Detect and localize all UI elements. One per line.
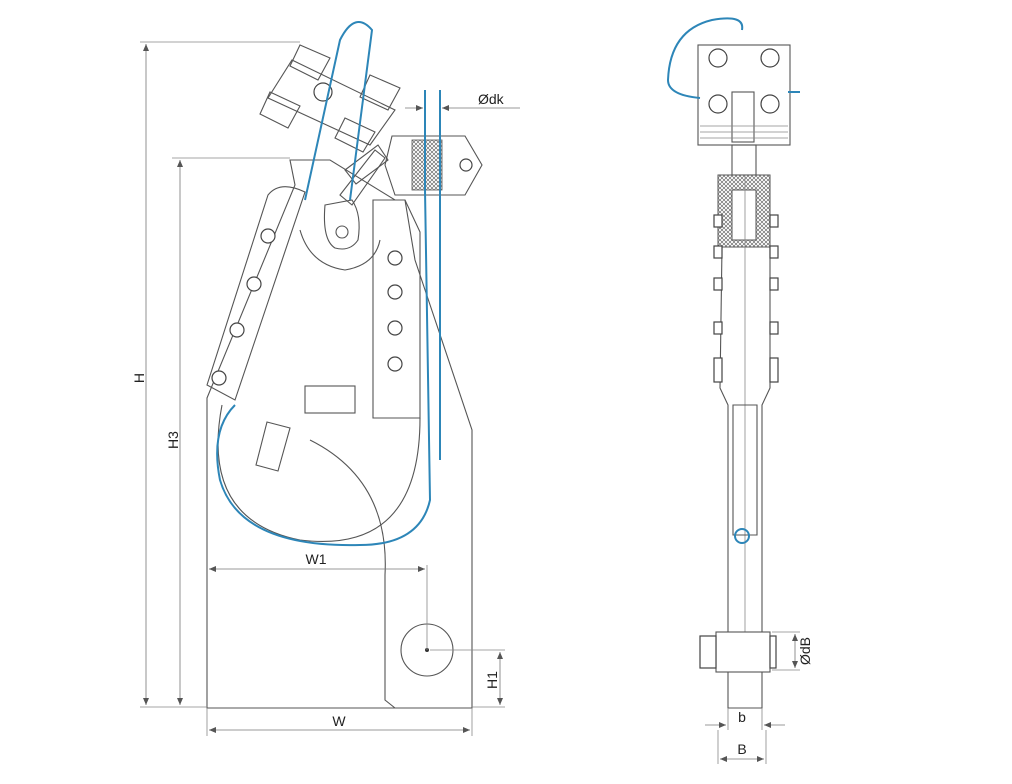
- keeper-plate: [372, 199, 421, 419]
- upper-curve: [299, 229, 381, 271]
- nut-icon: [769, 357, 779, 383]
- side-plate-bolts: [211, 228, 276, 386]
- pin-end-icon: [769, 635, 777, 669]
- clamp-insert: [411, 139, 443, 191]
- dim-b-label: b: [738, 709, 746, 725]
- side-conductor-loop: [666, 17, 744, 99]
- nut-icon: [769, 245, 779, 259]
- side-nuts: [713, 214, 779, 383]
- nut-icon: [769, 277, 779, 291]
- nut-icon: [713, 321, 723, 335]
- hex-bolt-icon: [211, 370, 227, 386]
- hex-bolt-icon: [229, 322, 245, 338]
- side-conductor-section: [734, 528, 750, 544]
- tilted-slot: [255, 421, 291, 472]
- keeper-bolts: [387, 250, 403, 372]
- hex-bolt-icon: [387, 356, 403, 372]
- dim-H-label: H: [131, 373, 147, 383]
- top-yoke: [259, 44, 401, 153]
- side-view: [666, 17, 800, 709]
- hex-bolt-icon: [760, 94, 780, 114]
- nut-icon: [769, 214, 779, 228]
- front-view: [206, 21, 483, 709]
- conductor-line: [216, 90, 432, 547]
- hex-bolt-icon: [387, 320, 403, 336]
- connector: [731, 144, 757, 176]
- side-plate: [206, 186, 306, 401]
- strap-nut: [344, 144, 389, 185]
- dim-dB-label: ØdB: [797, 637, 813, 665]
- dim-B-label: B: [737, 741, 746, 757]
- clevis: [323, 199, 360, 250]
- hex-bolt-icon: [708, 48, 728, 68]
- dim-W1-label: W1: [306, 551, 327, 567]
- yoke-bolt: [289, 44, 331, 81]
- conductor-clamp: [384, 135, 483, 196]
- nut-icon: [769, 321, 779, 335]
- hex-bolt-icon: [459, 158, 473, 172]
- nut-icon: [713, 277, 723, 291]
- clamp-body: [206, 159, 473, 709]
- hex-bolt-icon: [387, 250, 403, 266]
- front-dimensions: H H3 W1 W H1 Ødk: [131, 41, 520, 736]
- hex-bolt-icon: [387, 284, 403, 300]
- hex-bolt-icon: [708, 94, 728, 114]
- hex-bolt-icon: [246, 276, 262, 292]
- clamp-housing: [384, 135, 483, 196]
- section-core: [731, 189, 757, 241]
- pin-head-icon: [699, 635, 717, 669]
- strap: [339, 149, 386, 206]
- nut-icon: [713, 357, 723, 383]
- nut-icon: [713, 245, 723, 259]
- hex-bolt-icon: [260, 228, 276, 244]
- dim-dk-label: Ødk: [478, 91, 505, 107]
- jaw-curve: [309, 439, 396, 709]
- dim-H1-label: H1: [484, 671, 500, 689]
- dim-W-label: W: [332, 713, 346, 729]
- dim-H3-label: H3: [165, 431, 181, 449]
- nut-icon: [713, 214, 723, 228]
- bottom-plate: [727, 672, 763, 709]
- yoke-bolt: [334, 117, 376, 153]
- side-slot: [732, 404, 758, 536]
- yoke-plate: [267, 59, 396, 146]
- side-dimensions: ØdB b B: [705, 631, 813, 764]
- yoke-bolt: [259, 91, 301, 129]
- nameplate-window: [304, 385, 356, 414]
- hex-bolt-icon: [760, 48, 780, 68]
- clevis-pin: [335, 225, 349, 239]
- bottom-pin-block: [715, 631, 771, 673]
- center-link: [731, 91, 755, 143]
- conductor-loop: [304, 21, 374, 201]
